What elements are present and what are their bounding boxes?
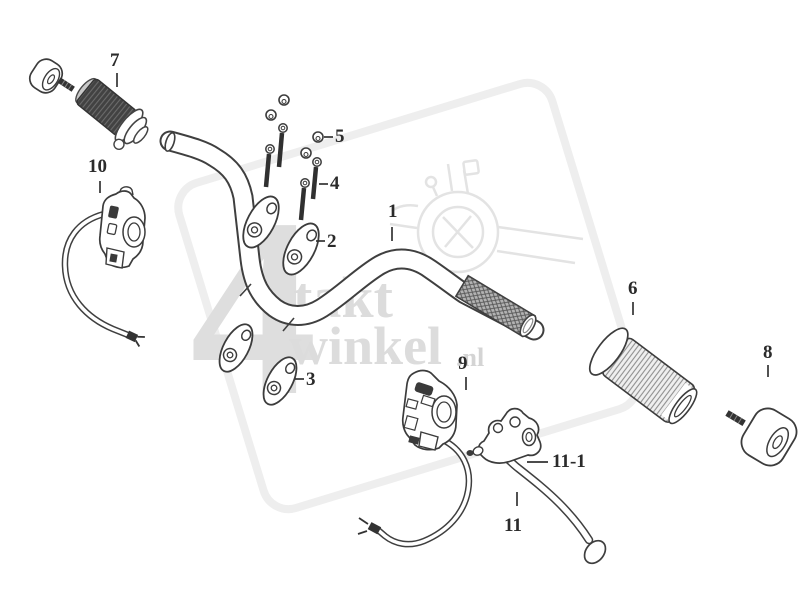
handlebar-open-end bbox=[164, 132, 176, 152]
brake-lever-assembly bbox=[466, 407, 607, 565]
grip bbox=[588, 327, 698, 425]
bar-end-bolt bbox=[57, 77, 75, 92]
part-label-7: 7 bbox=[110, 50, 120, 71]
part-label-4: 4 bbox=[330, 173, 340, 194]
part-label-1: 1 bbox=[388, 201, 398, 222]
bar-end-weight-bolt bbox=[725, 410, 746, 427]
clamp-bolts bbox=[263, 123, 322, 221]
lower-clamp-halves bbox=[218, 323, 298, 406]
handlebar-knurled-end bbox=[454, 274, 537, 338]
switch-9-cable bbox=[374, 435, 473, 548]
part-label-8: 8 bbox=[763, 342, 773, 363]
left-bar-end-weight bbox=[28, 58, 75, 94]
part-label-2: 2 bbox=[327, 231, 337, 252]
part-label-10: 10 bbox=[88, 156, 107, 177]
handlebar-knurl-marks bbox=[239, 283, 295, 332]
switch-assembly-9 bbox=[357, 369, 473, 548]
switch-assembly-10 bbox=[61, 186, 146, 347]
lever-ball-end bbox=[583, 539, 607, 565]
cap-nuts bbox=[265, 94, 324, 159]
lever-bracket bbox=[477, 407, 542, 464]
bar-end-weight bbox=[725, 407, 798, 467]
throttle-grip bbox=[75, 77, 149, 151]
watermark-domain-suffix: .nl bbox=[456, 343, 484, 372]
upper-clamp-halves bbox=[242, 195, 320, 276]
switch-10-connector bbox=[125, 330, 145, 347]
part-label-6: 6 bbox=[628, 278, 638, 299]
part-label-3: 3 bbox=[306, 369, 316, 390]
handlebar bbox=[159, 130, 545, 341]
watermark-scooter-sketch bbox=[389, 159, 584, 274]
part-label-11-1: 11-1 bbox=[552, 451, 586, 472]
part-label-11: 11 bbox=[504, 515, 522, 536]
switch-9-connector bbox=[357, 517, 382, 535]
watermark-word-bottom: winkel bbox=[289, 316, 442, 376]
callout-leader-lines bbox=[99, 73, 769, 506]
part-label-5: 5 bbox=[335, 126, 345, 147]
part-label-9: 9 bbox=[458, 353, 468, 374]
